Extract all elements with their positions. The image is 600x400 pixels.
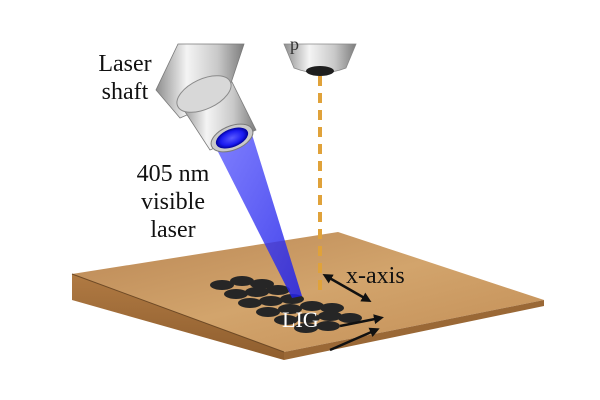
- lig-label: LIG: [282, 307, 319, 332]
- lig-spot: [338, 313, 362, 323]
- wood-top-surface: [72, 232, 544, 352]
- wood-front-face: [72, 274, 284, 360]
- lig-spot: [300, 301, 324, 311]
- lig-spot: [274, 315, 298, 325]
- lig-spot: [238, 298, 262, 308]
- laser-beam: [212, 128, 302, 298]
- x-axis-arrow: [322, 274, 372, 302]
- laser-lens-glow: [215, 127, 249, 149]
- lig-spot: [316, 321, 340, 331]
- lig-spot: [318, 311, 342, 321]
- lig-spot: [210, 280, 234, 290]
- y-axis-arrow: [329, 327, 380, 352]
- lig-spot: [266, 285, 290, 295]
- lig-pattern: [210, 276, 362, 333]
- lig-spot: [250, 279, 274, 289]
- upper-housing: p: [283, 34, 357, 76]
- laser-shaft-label-line1: Laser: [98, 51, 152, 77]
- laser-description-label: 405 nm visible laser: [118, 160, 228, 244]
- x-axis-label: x-axis: [346, 263, 405, 289]
- lig-arrow: [339, 314, 384, 328]
- wood-substrate: [71, 232, 544, 360]
- laser-description-line3: laser: [150, 217, 196, 243]
- upper-housing-nozzle: [306, 66, 334, 76]
- laser-shaft-ring: [176, 75, 232, 113]
- lig-spot: [259, 296, 283, 306]
- lig-spot: [224, 289, 248, 299]
- lig-spot: [278, 304, 302, 314]
- upper-housing-partial-label: p: [290, 34, 299, 54]
- wood-side-face: [284, 300, 544, 360]
- laser-description-line2: visible: [141, 189, 205, 215]
- laser-shaft-label: Laser shaft: [78, 50, 172, 106]
- wood-edge-line: [71, 273, 285, 353]
- lig-spot: [256, 307, 280, 317]
- lig-spot: [230, 276, 254, 286]
- laser-description-line1: 405 nm: [136, 161, 210, 187]
- lig-spot: [294, 323, 318, 333]
- lig-spot: [320, 303, 344, 313]
- lig-spot: [296, 313, 320, 323]
- laser-shaft: [155, 43, 257, 153]
- lig-spot: [245, 287, 269, 297]
- laser-shaft-label-line2: shaft: [101, 79, 149, 105]
